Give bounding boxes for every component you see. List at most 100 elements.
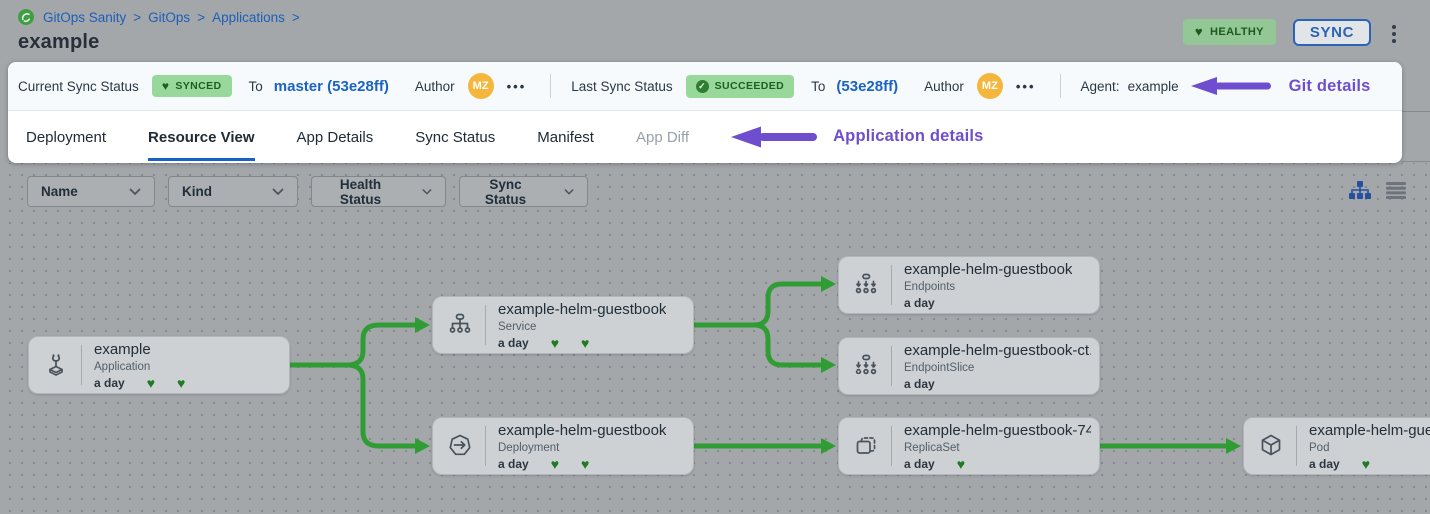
resource-kind: EndpointSlice bbox=[904, 361, 975, 374]
divider bbox=[1402, 111, 1430, 112]
tab-app-details[interactable]: App Details bbox=[296, 128, 374, 146]
resource-kind: Service bbox=[498, 320, 537, 333]
resource-age: a day bbox=[904, 295, 935, 310]
arrow-left-icon bbox=[1190, 75, 1273, 97]
app-tabs: Deployment Resource View App Details Sync S… bbox=[26, 111, 731, 162]
resource-age: a day bbox=[498, 456, 529, 471]
filter-label: Name bbox=[41, 184, 78, 199]
list-view-icon[interactable] bbox=[1386, 182, 1406, 199]
breadcrumb: GitOps Sanity > GitOps > Applications > bbox=[18, 9, 300, 25]
health-heart-icon: ♥ bbox=[581, 334, 590, 351]
author-label: Author bbox=[414, 78, 455, 94]
resource-node-replicaset[interactable]: example-helm-guestbook-74... ReplicaSet … bbox=[838, 417, 1100, 475]
tab-deployment[interactable]: Deployment bbox=[26, 128, 107, 146]
divider bbox=[550, 74, 552, 98]
current-sync-status-label: Current Sync Status bbox=[18, 78, 139, 94]
resource-name: example-helm-guestbook bbox=[904, 260, 1073, 278]
page-title: example bbox=[18, 31, 100, 53]
resource-kind: Deployment bbox=[498, 441, 560, 454]
resource-age: a day bbox=[498, 335, 529, 350]
agent-label: Agent: bbox=[1080, 78, 1120, 94]
to-label: To bbox=[248, 78, 263, 94]
resource-node-service[interactable]: example-helm-guestbook Service a day ♥♥ bbox=[432, 296, 694, 354]
more-options-icon[interactable]: ••• bbox=[1015, 78, 1036, 94]
resource-kind: Endpoints bbox=[904, 280, 956, 293]
resource-node-application[interactable]: example Application a day ♥♥ bbox=[28, 336, 290, 394]
health-heart-icon: ♥ bbox=[146, 374, 155, 391]
resource-name: example bbox=[94, 340, 151, 358]
page-header: GitOps Sanity > GitOps > Applications > … bbox=[0, 0, 1430, 62]
divider bbox=[891, 346, 892, 386]
health-badge-label: HEALTHY bbox=[1209, 26, 1264, 38]
breadcrumb-applications[interactable]: Applications bbox=[212, 9, 285, 25]
resource-age: a day bbox=[904, 376, 935, 391]
synced-badge-label: SYNCED bbox=[175, 80, 222, 92]
sync-button[interactable]: SYNC bbox=[1292, 19, 1371, 46]
divider bbox=[1402, 161, 1430, 162]
health-heart-icon: ♥ bbox=[1361, 455, 1370, 472]
divider bbox=[485, 305, 486, 345]
resource-node-deployment[interactable]: example-helm-guestbook Deployment a day … bbox=[432, 417, 694, 475]
view-toggles bbox=[1349, 181, 1406, 200]
resource-kind: Pod bbox=[1309, 441, 1330, 454]
health-heart-icon: ♥ bbox=[581, 455, 590, 472]
divider bbox=[1059, 74, 1061, 98]
filter-label: Kind bbox=[182, 184, 212, 199]
resource-age: a day bbox=[1309, 456, 1340, 471]
app-tabs-row: Deployment Resource View App Details Sync S… bbox=[8, 111, 1402, 162]
resource-node-endpoints[interactable]: example-helm-guestbook Endpoints a day bbox=[838, 256, 1100, 314]
breadcrumb-gitops[interactable]: GitOps bbox=[148, 9, 191, 25]
heart-icon: ♥ bbox=[161, 78, 170, 93]
resource-tree-canvas: Name Kind Health Status Sync Status example… bbox=[0, 163, 1430, 514]
endpoints-icon bbox=[851, 270, 881, 300]
git-details-annotation: Git details bbox=[1288, 76, 1371, 95]
filter-name[interactable]: Name bbox=[27, 176, 155, 207]
tab-resource-view[interactable]: Resource View bbox=[148, 113, 255, 161]
tab-sync-status[interactable]: Sync Status bbox=[415, 128, 496, 146]
resource-age: a day bbox=[94, 375, 125, 390]
tab-manifest[interactable]: Manifest bbox=[537, 128, 594, 146]
resource-node-pod[interactable]: example-helm-guest Pod a day ♥ bbox=[1243, 417, 1430, 475]
divider bbox=[81, 345, 82, 385]
synced-badge: ♥ SYNCED bbox=[151, 75, 232, 97]
resource-kind: ReplicaSet bbox=[904, 441, 960, 454]
current-sync-revision-link[interactable]: master (53e28ff) bbox=[273, 77, 389, 95]
filter-bar: Name Kind Health Status Sync Status bbox=[27, 176, 588, 207]
application-details-annotation: Application details bbox=[833, 127, 984, 145]
health-status-badge: ♥ HEALTHY bbox=[1182, 19, 1276, 45]
more-options-icon[interactable]: ••• bbox=[506, 78, 527, 94]
pod-icon bbox=[1256, 431, 1286, 461]
tab-app-diff[interactable]: App Diff bbox=[635, 128, 690, 146]
author-label: Author bbox=[924, 78, 964, 94]
kebab-menu-icon[interactable] bbox=[1388, 21, 1400, 47]
divider bbox=[1296, 426, 1297, 466]
breadcrumb-gitops-sanity[interactable]: GitOps Sanity bbox=[43, 9, 127, 25]
resource-node-endpointslice[interactable]: example-helm-guestbook-ct... EndpointSli… bbox=[838, 337, 1100, 395]
breadcrumb-separator: > bbox=[291, 9, 300, 25]
filter-label: Health Status bbox=[339, 176, 382, 207]
to-label: To bbox=[811, 78, 826, 94]
filter-label: Sync Status bbox=[484, 176, 527, 207]
health-heart-icon: ♥ bbox=[550, 455, 559, 472]
resource-name: example-helm-guest bbox=[1309, 421, 1430, 439]
tree-view-icon[interactable] bbox=[1349, 181, 1371, 200]
resource-name: example-helm-guestbook bbox=[498, 421, 667, 439]
author-avatar: MZ bbox=[976, 73, 1003, 99]
heart-icon: ♥ bbox=[1194, 24, 1203, 39]
resource-name: example-helm-guestbook-74... bbox=[904, 421, 1091, 439]
gitops-logo-icon bbox=[18, 9, 34, 25]
filter-sync-status[interactable]: Sync Status bbox=[459, 176, 588, 207]
replicaset-icon bbox=[851, 431, 881, 461]
filter-health-status[interactable]: Health Status bbox=[311, 176, 446, 207]
resource-name: example-helm-guestbook-ct... bbox=[904, 341, 1091, 359]
endpointslice-icon bbox=[851, 351, 881, 381]
last-sync-status-label: Last Sync Status bbox=[571, 78, 673, 94]
check-circle-icon: ✓ bbox=[695, 79, 709, 93]
breadcrumb-separator: > bbox=[133, 9, 142, 25]
filter-kind[interactable]: Kind bbox=[168, 176, 298, 207]
arrow-left-icon bbox=[731, 124, 819, 150]
git-details-bar: Current Sync Status ♥ SYNCED To master (… bbox=[8, 62, 1402, 111]
tree-edges bbox=[287, 276, 1241, 454]
last-sync-revision-link[interactable]: (53e28ff) bbox=[836, 77, 899, 95]
app-header-card: Current Sync Status ♥ SYNCED To master (… bbox=[8, 62, 1402, 163]
